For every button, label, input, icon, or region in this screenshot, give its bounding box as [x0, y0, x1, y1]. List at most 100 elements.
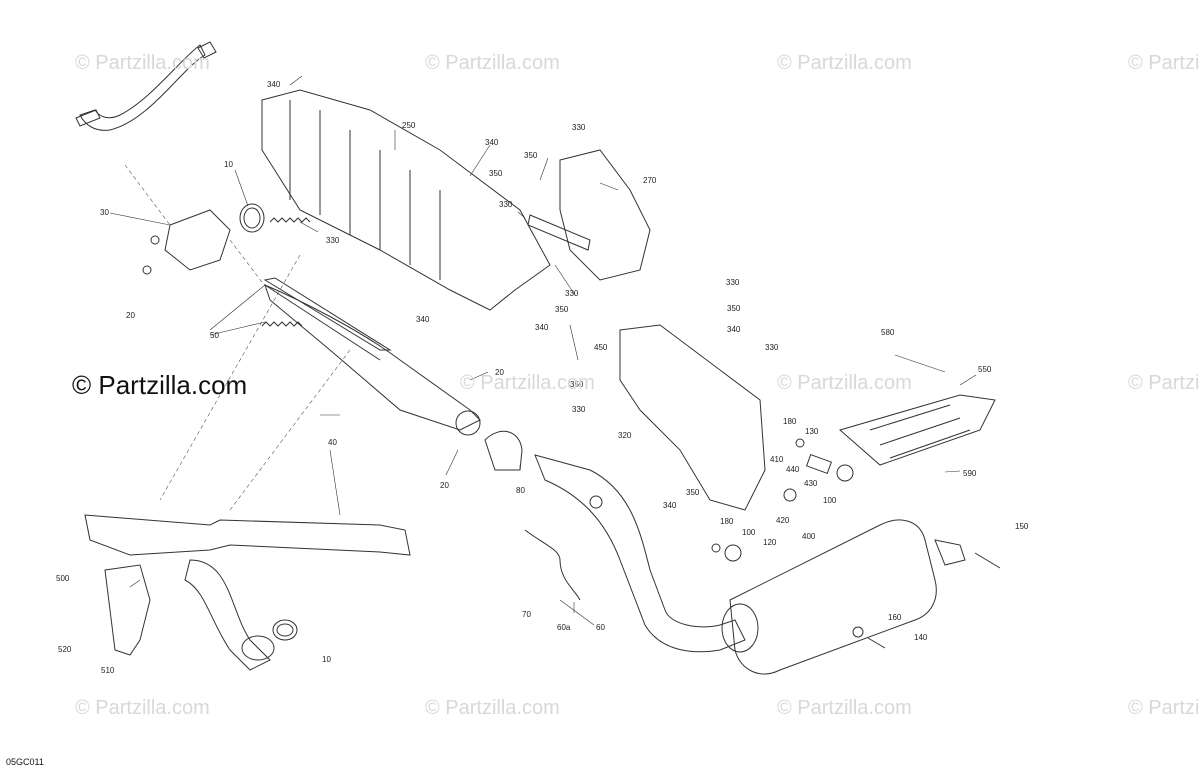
part-label-350: 350 — [727, 304, 741, 313]
heat-shield-320 — [619, 324, 766, 511]
part-label-520: 520 — [58, 645, 72, 654]
nut-20b — [142, 265, 152, 275]
part-label-340: 340 — [416, 315, 430, 324]
part-label-330: 330 — [499, 200, 513, 209]
part-label-590: 590 — [963, 469, 977, 478]
lower-header-pipe — [84, 514, 411, 556]
middle-pipe — [263, 277, 392, 361]
sensor-70-wire — [524, 529, 581, 601]
spacer-130 — [805, 453, 833, 475]
part-label-40: 40 — [328, 438, 337, 447]
part-label-30: 30 — [100, 208, 109, 217]
part-label-20: 20 — [495, 368, 504, 377]
watermark: © Partzilla.com — [75, 697, 210, 719]
part-label-340: 340 — [663, 501, 677, 510]
main-watermark: © Partzilla.com — [72, 370, 248, 400]
middle-pipe-outlet — [455, 410, 481, 436]
watermark: © Partzilla.com — [777, 697, 912, 719]
watermark: © Partzilla.com — [777, 52, 912, 74]
part-label-330: 330 — [572, 123, 586, 132]
heat-shield-270 — [559, 149, 651, 281]
part-label-80: 80 — [516, 486, 525, 495]
watermark: © Partzilla.com — [425, 697, 560, 719]
part-label-350: 350 — [524, 151, 538, 160]
watermark: © Partzilla.com — [1128, 697, 1200, 719]
washer-180b — [711, 543, 721, 553]
part-label-330: 330 — [765, 343, 779, 352]
part-label-450: 450 — [594, 343, 608, 352]
part-label-100: 100 — [742, 528, 756, 537]
muffler-tip — [934, 539, 966, 566]
part-label-350: 350 — [570, 380, 584, 389]
gasket-ring-10-inner — [243, 207, 261, 229]
part-label-100: 100 — [823, 496, 837, 505]
part-label-250: 250 — [402, 121, 416, 130]
tail-pipe-60 — [534, 454, 746, 653]
part-label-270: 270 — [643, 176, 657, 185]
part-label-440: 440 — [786, 465, 800, 474]
muffler-end — [721, 603, 759, 653]
part-label-330: 330 — [326, 236, 340, 245]
part-label-70: 70 — [522, 610, 531, 619]
watermark: © Partzilla.com — [1128, 372, 1200, 394]
header-flange-top — [197, 41, 217, 59]
part-label-10: 10 — [322, 655, 331, 664]
grommet-100b — [724, 544, 742, 562]
part-label-410: 410 — [770, 455, 784, 464]
part-label-430: 430 — [804, 479, 818, 488]
part-label-400: 400 — [802, 532, 816, 541]
part-label-320: 320 — [618, 431, 632, 440]
gasket-ring-lower — [272, 619, 298, 641]
part-label-330: 330 — [726, 278, 740, 287]
watermark: © Partzilla.com — [75, 52, 210, 74]
part-label-120: 120 — [763, 538, 777, 547]
shield-500 — [104, 564, 151, 656]
header-pipe-upper — [79, 44, 206, 131]
part-label-420: 420 — [776, 516, 790, 525]
skid-plate-slots — [869, 404, 971, 459]
part-label-180: 180 — [783, 417, 797, 426]
bolt-150 — [974, 552, 1001, 569]
spring-lower — [261, 321, 303, 327]
watermark: © Partzilla.com — [777, 372, 912, 394]
part-label-10: 10 — [224, 160, 233, 169]
gasket-ring-lower-inner — [276, 623, 294, 637]
part-label-330: 330 — [565, 289, 579, 298]
middle-pipe-body — [264, 284, 481, 431]
part-label-130: 130 — [805, 427, 819, 436]
part-label-60: 60 — [596, 623, 605, 632]
part-label-20: 20 — [126, 311, 135, 320]
part-label-350: 350 — [489, 169, 503, 178]
part-label-500: 500 — [56, 574, 70, 583]
watermark: © Partzilla.com — [425, 52, 560, 74]
part-label-50: 50 — [210, 331, 219, 340]
elbow-connector — [164, 209, 231, 271]
o2-sensor-port — [589, 495, 603, 509]
part-label-150: 150 — [1015, 522, 1029, 531]
part-label-340: 340 — [485, 138, 499, 147]
part-label-20: 20 — [440, 481, 449, 490]
lower-header-flange — [241, 635, 275, 661]
nut-20a — [150, 235, 160, 245]
skid-plate-550 — [838, 394, 996, 466]
part-label-340: 340 — [535, 323, 549, 332]
part-label-510: 510 — [101, 666, 115, 675]
watermark: © Partzilla.com — [460, 372, 595, 394]
part-label-160: 160 — [888, 613, 902, 622]
part-label-550: 550 — [978, 365, 992, 374]
muffler — [729, 519, 937, 675]
grommet-100 — [836, 464, 854, 482]
bracket-270 — [527, 214, 591, 251]
part-label-330: 330 — [572, 405, 586, 414]
part-label-340: 340 — [267, 80, 281, 89]
clamp-80 — [484, 430, 523, 471]
lower-header-bend — [184, 559, 271, 671]
part-label-180: 180 — [720, 517, 734, 526]
diagram-code: 05GC011 — [6, 757, 44, 767]
part-label-340: 340 — [727, 325, 741, 334]
spring-upper — [269, 217, 311, 223]
nut-160 — [852, 626, 864, 638]
bolt-140 — [867, 637, 886, 649]
header-flange-left — [75, 109, 101, 127]
